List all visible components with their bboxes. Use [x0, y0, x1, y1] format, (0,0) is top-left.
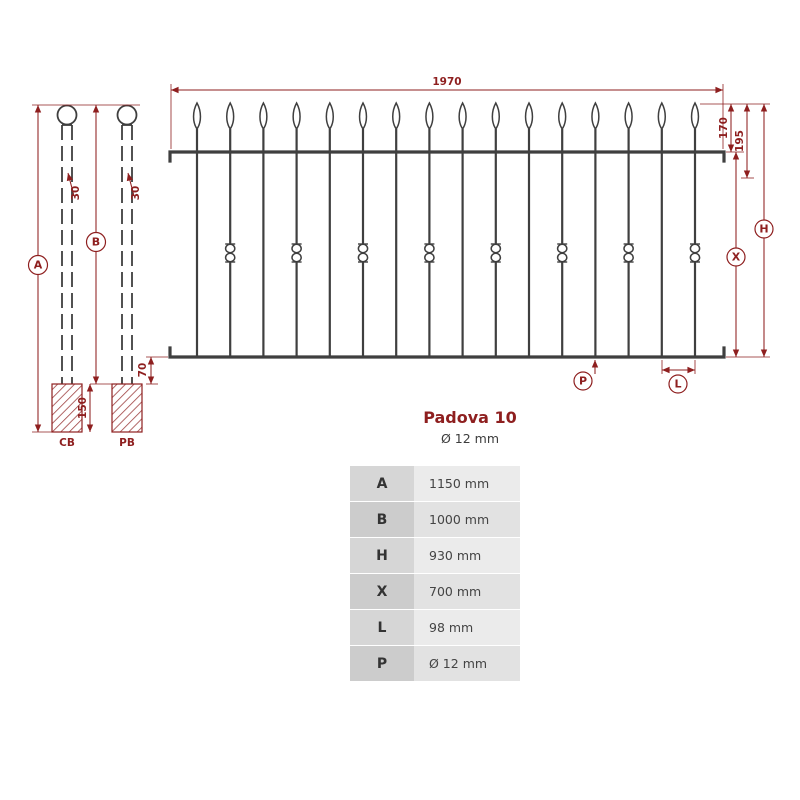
- fence-rails-group: [168, 150, 726, 359]
- post-ball-top: [56, 104, 78, 126]
- dim-195-label: 195: [734, 130, 746, 152]
- dim-key: X: [350, 574, 414, 609]
- spear-finial-icon: [491, 101, 500, 131]
- spear-finial-icon: [392, 101, 401, 131]
- spear-finial-icon: [458, 101, 467, 131]
- dim-value: 1000 mm: [414, 502, 520, 537]
- dim-value: Ø 12 mm: [414, 646, 520, 681]
- dim-l-bubble: [668, 374, 688, 394]
- knuckle-ornament-icon: [424, 243, 435, 263]
- knuckle-ornament-icon: [224, 243, 236, 263]
- top-rail: [168, 150, 726, 163]
- dimension-table: A 1150 mm B 1000 mm H 930 mm X 700 mm L …: [350, 466, 520, 682]
- knuckle-ornament-icon: [490, 243, 502, 263]
- dim-h-bubble: [754, 219, 774, 239]
- post-cb-label: CB: [59, 437, 75, 449]
- dim-170-label: 170: [718, 117, 730, 139]
- table-row: P Ø 12 mm: [350, 646, 520, 681]
- product-diameter: Ø 12 mm: [440, 431, 500, 446]
- bottom-rail: [168, 346, 726, 359]
- knuckle-ornament-icon: [556, 243, 568, 263]
- post-pb-label: PB: [119, 437, 135, 449]
- dim-30-left-label: 30: [70, 186, 82, 201]
- dim-b-bubble: [85, 231, 107, 253]
- spear-finial-icon: [425, 101, 434, 131]
- spear-finial-icon: [226, 101, 235, 131]
- table-row: B 1000 mm: [350, 502, 520, 537]
- dim-70-label: 70: [137, 363, 149, 378]
- spear-finial-icon: [558, 101, 567, 131]
- post-ball-top: [116, 104, 138, 126]
- spear-finial-icon: [591, 101, 600, 131]
- spear-finial-icon: [259, 101, 268, 131]
- table-row: H 930 mm: [350, 538, 520, 573]
- dim-value: 1150 mm: [414, 466, 520, 501]
- spear-finial-icon: [624, 101, 633, 131]
- spear-finial-icon: [358, 101, 368, 131]
- knuckle-ornament-icon: [357, 243, 369, 263]
- dim-150-label: 150: [77, 397, 89, 419]
- dim-h-label: H: [759, 223, 768, 236]
- spear-finial-icon: [524, 101, 534, 131]
- table-row: X 700 mm: [350, 574, 520, 609]
- knuckle-ornament-icon: [291, 243, 302, 263]
- spear-finial-icon: [690, 101, 700, 131]
- knuckle-ornament-icon: [689, 243, 701, 263]
- dim-key: P: [350, 646, 414, 681]
- dim-width-label: 1970: [432, 76, 461, 88]
- spear-finial-icon: [325, 101, 334, 131]
- dim-key: L: [350, 610, 414, 645]
- dim-x-bubble: [726, 247, 746, 267]
- dim-value: 98 mm: [414, 610, 520, 645]
- dim-30-right-label: 30: [130, 186, 142, 201]
- dim-key: A: [350, 466, 414, 501]
- dim-a-bubble: [27, 254, 49, 276]
- knuckle-ornament-icon: [623, 243, 634, 263]
- dim-key: H: [350, 538, 414, 573]
- dimensions-group: 1970 170 195 X H P L A: [27, 76, 774, 449]
- product-title-block: Padova 10 Ø 12 mm: [370, 408, 570, 446]
- posts-group: [51, 104, 143, 433]
- dim-p-label: P: [579, 375, 587, 388]
- dim-value: 930 mm: [414, 538, 520, 573]
- spear-finial-icon: [192, 101, 202, 131]
- fence-technical-drawing: 1970 170 195 X H P L A: [27, 76, 774, 449]
- dim-p-bubble: [573, 371, 593, 391]
- dim-x-label: X: [732, 251, 741, 264]
- table-row: L 98 mm: [350, 610, 520, 645]
- fence-bars-group: [192, 101, 701, 357]
- product-title: Padova 10: [423, 408, 517, 427]
- dim-b-label: B: [92, 236, 100, 249]
- concrete-base: [51, 383, 83, 433]
- dim-value: 700 mm: [414, 574, 520, 609]
- dim-key: B: [350, 502, 414, 537]
- spear-finial-icon: [292, 101, 301, 131]
- table-row: A 1150 mm: [350, 466, 520, 501]
- dim-l-label: L: [674, 378, 681, 391]
- concrete-base: [111, 383, 143, 433]
- dim-a-label: A: [34, 259, 43, 272]
- spear-finial-icon: [657, 101, 666, 131]
